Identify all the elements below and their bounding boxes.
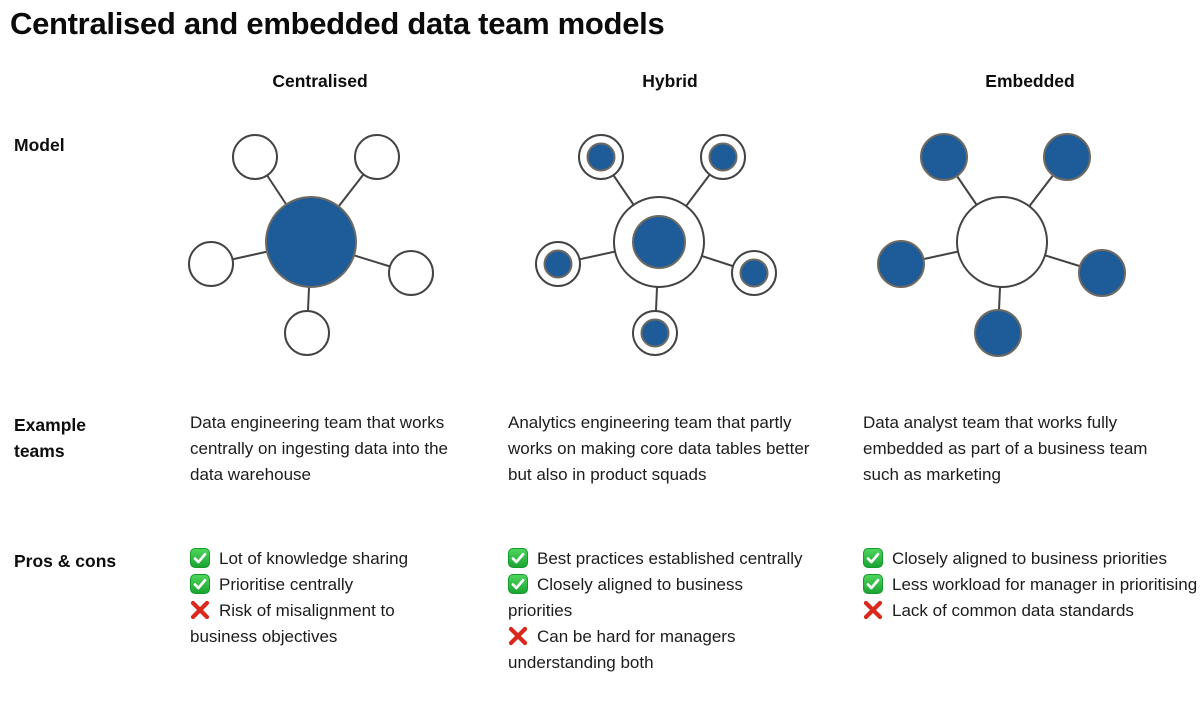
spoke-circle-filled	[974, 309, 1022, 357]
con-item: Can be hard for managers understanding b…	[508, 624, 808, 676]
centralised-network-diagram	[188, 134, 434, 356]
spoke-circle-filled	[920, 133, 968, 181]
pro-item: Lot of knowledge sharing	[190, 546, 462, 572]
spoke-circle-filled	[877, 240, 925, 288]
row-label-pros-cons: Pros & cons	[14, 551, 117, 571]
hub-circle-empty	[956, 196, 1048, 288]
example-team-centralised: Data engineering team that works central…	[190, 413, 449, 484]
pro-text: Best practices established centrally	[537, 549, 803, 568]
con-text: Risk of misalignment to business objecti…	[190, 601, 395, 646]
pro-item: Best practices established centrally	[508, 546, 808, 572]
row-label-model: Model	[14, 135, 65, 155]
spoke-circle	[232, 134, 278, 180]
hub-inner-dot	[632, 215, 686, 269]
hybrid-network-diagram	[535, 134, 777, 356]
page-title: Centralised and embedded data team model…	[10, 6, 665, 41]
example-team-embedded: Data analyst team that works fully embed…	[863, 413, 1148, 484]
hub-circle-filled	[265, 196, 357, 288]
spoke-inner-dot	[586, 142, 616, 172]
spoke-inner-dot	[543, 249, 573, 279]
check-icon	[508, 548, 528, 568]
pros-cons-list-hybrid: Best practices established centrally Clo…	[508, 546, 808, 676]
column-header-hybrid: Hybrid	[642, 71, 698, 91]
cross-icon	[508, 626, 528, 646]
column-header-centralised: Centralised	[272, 71, 368, 91]
pro-item: Closely aligned to business priorities	[863, 546, 1198, 572]
pro-text: Closely aligned to business priorities	[508, 575, 744, 620]
pro-item: Closely aligned to business priorities	[508, 572, 808, 624]
spoke-inner-dot	[640, 318, 670, 348]
spoke-circle-filled	[1043, 133, 1091, 181]
pros-cons-list-centralised: Lot of knowledge sharing Prioritise cent…	[190, 546, 462, 650]
con-text: Can be hard for managers understanding b…	[508, 627, 736, 672]
pro-item: Less workload for manager in prioritisin…	[863, 572, 1198, 598]
pro-text: Less workload for manager in prioritisin…	[892, 575, 1198, 594]
spoke-circle-filled	[1078, 249, 1126, 297]
pro-text: Lot of knowledge sharing	[219, 549, 409, 568]
pros-cons-list-embedded: Closely aligned to business priorities L…	[863, 546, 1198, 624]
check-icon	[863, 548, 883, 568]
embedded-network-diagram	[877, 133, 1126, 357]
cross-icon	[863, 600, 883, 620]
con-item: Risk of misalignment to business objecti…	[190, 598, 462, 650]
check-icon	[508, 574, 528, 594]
example-team-hybrid: Analytics engineering team that partly w…	[508, 413, 810, 484]
spoke-circle	[188, 241, 234, 287]
column-header-embedded: Embedded	[985, 71, 1075, 91]
check-icon	[863, 574, 883, 594]
row-label-example-teams: Example teams	[14, 415, 86, 461]
spoke-inner-dot	[739, 258, 769, 288]
con-item: Lack of common data standards	[863, 598, 1198, 624]
cross-icon	[190, 600, 210, 620]
pro-text: Closely aligned to business priorities	[892, 549, 1167, 568]
con-text: Lack of common data standards	[892, 601, 1134, 620]
pro-item: Prioritise centrally	[190, 572, 462, 598]
spoke-circle	[284, 310, 330, 356]
spoke-circle	[388, 250, 434, 296]
check-icon	[190, 574, 210, 594]
spoke-inner-dot	[708, 142, 738, 172]
pro-text: Prioritise centrally	[219, 575, 354, 594]
spoke-circle	[354, 134, 400, 180]
check-icon	[190, 548, 210, 568]
